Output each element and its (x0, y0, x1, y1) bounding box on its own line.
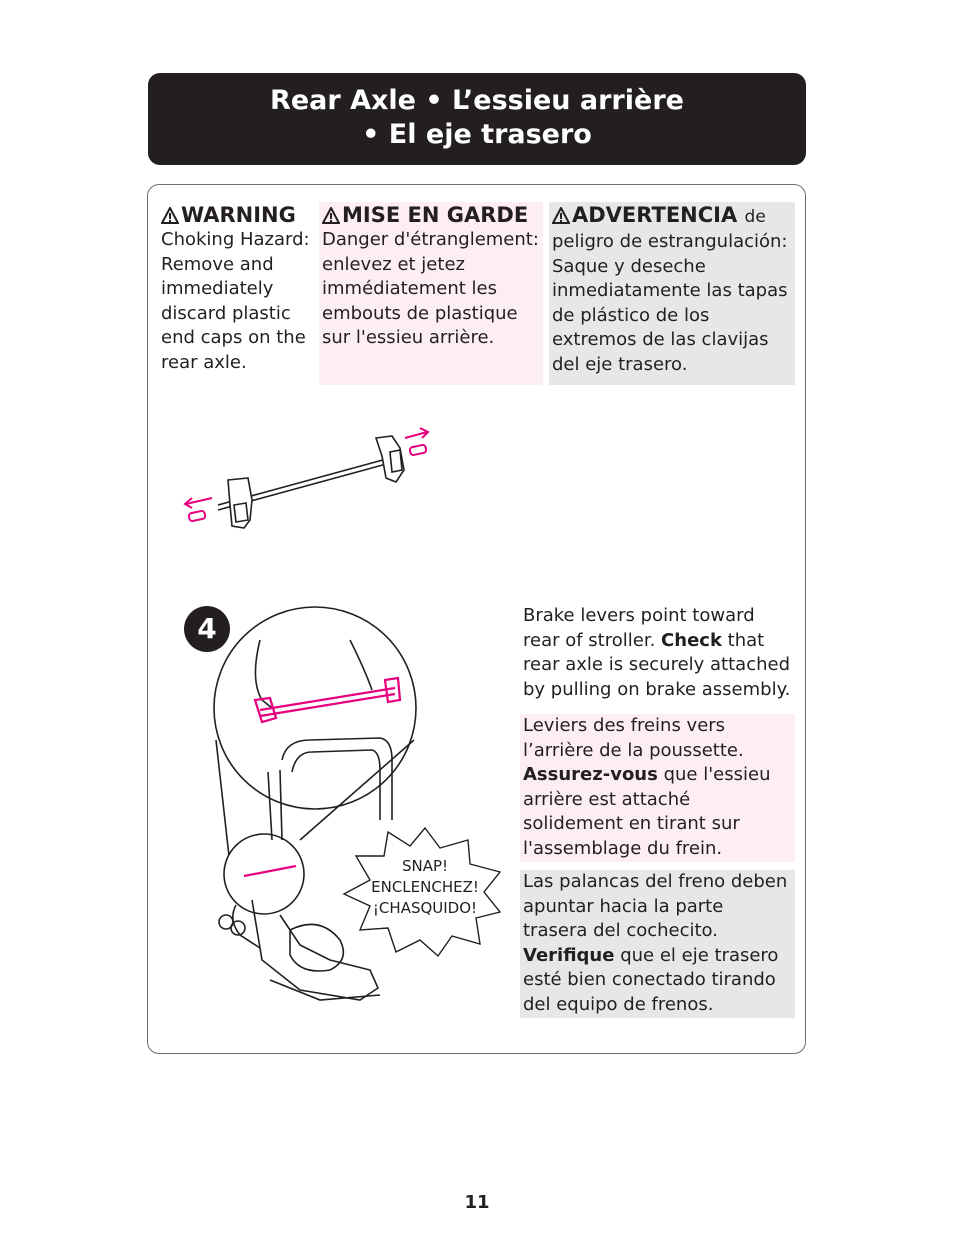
step-text-es: Las palancas del freno deben apuntar hac… (520, 870, 795, 1018)
snap-starburst (342, 826, 502, 958)
warning-triangle-icon (161, 207, 179, 224)
warning-fr-body: Danger d'étranglement: enlevez et jetez … (322, 229, 539, 348)
step-number-badge: 4 (184, 606, 230, 652)
snap-label: SNAP! ENCLENCHEZ! ¡CHASQUIDO! (371, 857, 479, 917)
warning-es: ADVERTENCIA de peligro de estrangulación… (549, 202, 795, 385)
warning-es-title: ADVERTENCIA (572, 203, 738, 227)
step-text-fr: Leviers des freins vers l’arrière de la … (520, 714, 795, 862)
warning-triangle-icon (552, 207, 570, 224)
content-panel (147, 184, 806, 1054)
header-title-line2: • El eje trasero (362, 119, 592, 150)
warning-en-body: Choking Hazard: Remove and immediately d… (161, 229, 310, 373)
warning-fr: MISE EN GARDE Danger d'étranglement: enl… (319, 202, 543, 385)
warning-es-title-suffix: de (744, 207, 766, 227)
page-number: 11 (464, 1192, 490, 1213)
warning-en-title: WARNING (181, 203, 296, 227)
warning-fr-title: MISE EN GARDE (342, 203, 529, 227)
page-header: Rear Axle • L’essieu arrière • El eje tr… (148, 73, 806, 165)
warning-es-body: peligro de estrangulación: Saque y desec… (552, 231, 788, 375)
step-text-en: Brake levers point toward rear of stroll… (523, 605, 791, 700)
header-title-line1: Rear Axle • L’essieu arrière (270, 85, 684, 116)
warning-triangle-icon (322, 207, 340, 224)
warning-en: WARNING Choking Hazard: Remove and immed… (158, 202, 318, 385)
